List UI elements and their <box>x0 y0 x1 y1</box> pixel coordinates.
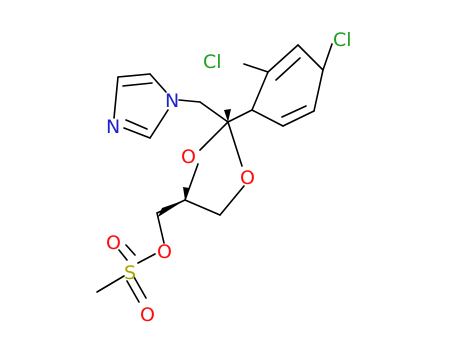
bond <box>297 44 324 71</box>
bond <box>178 99 201 103</box>
bond <box>137 253 156 264</box>
bond <box>199 121 229 151</box>
bond <box>126 280 140 303</box>
bond <box>219 185 245 216</box>
atom-o-sulfonyl-bottom: O <box>140 304 155 326</box>
bond <box>199 101 229 123</box>
bond <box>117 73 151 78</box>
atom-n-imidazole-3: N <box>106 116 120 138</box>
atom-s-sulfonyl: S <box>124 262 136 284</box>
bond <box>149 73 167 93</box>
bond <box>313 69 324 112</box>
bond <box>227 121 243 167</box>
bond <box>184 163 199 201</box>
atom-o-sulfonyl-top: O <box>106 232 121 254</box>
bond <box>113 76 119 119</box>
bond <box>96 275 125 293</box>
bond <box>251 109 284 127</box>
bond <box>322 43 333 71</box>
bond <box>281 105 307 118</box>
wedge-bond <box>183 187 189 200</box>
bonds <box>96 43 333 303</box>
bond <box>227 109 253 123</box>
atom-o-dioxolane-left: O <box>181 146 196 168</box>
wedge-bond <box>158 200 185 217</box>
atom-labels: Cl Cl N N O O O S O O <box>106 29 352 326</box>
bond <box>243 63 269 73</box>
bond <box>118 249 128 261</box>
wedge-bond <box>224 109 231 122</box>
atom-o-ester: O <box>157 241 172 263</box>
bond <box>282 110 315 127</box>
bond <box>275 57 301 81</box>
bond <box>251 71 269 111</box>
bond <box>156 212 165 244</box>
bond <box>125 119 148 130</box>
bond <box>133 276 147 299</box>
bond <box>122 82 153 87</box>
atom-cl-top: Cl <box>333 29 352 51</box>
bond <box>184 199 221 216</box>
bond <box>123 127 151 139</box>
wedges <box>158 109 231 217</box>
bond <box>149 109 169 139</box>
atom-cl-left: Cl <box>203 51 222 73</box>
atom-n-imidazole-1: N <box>165 90 179 112</box>
bond <box>267 44 299 73</box>
atom-o-dioxolane-right: O <box>240 167 255 189</box>
bond <box>125 244 136 256</box>
